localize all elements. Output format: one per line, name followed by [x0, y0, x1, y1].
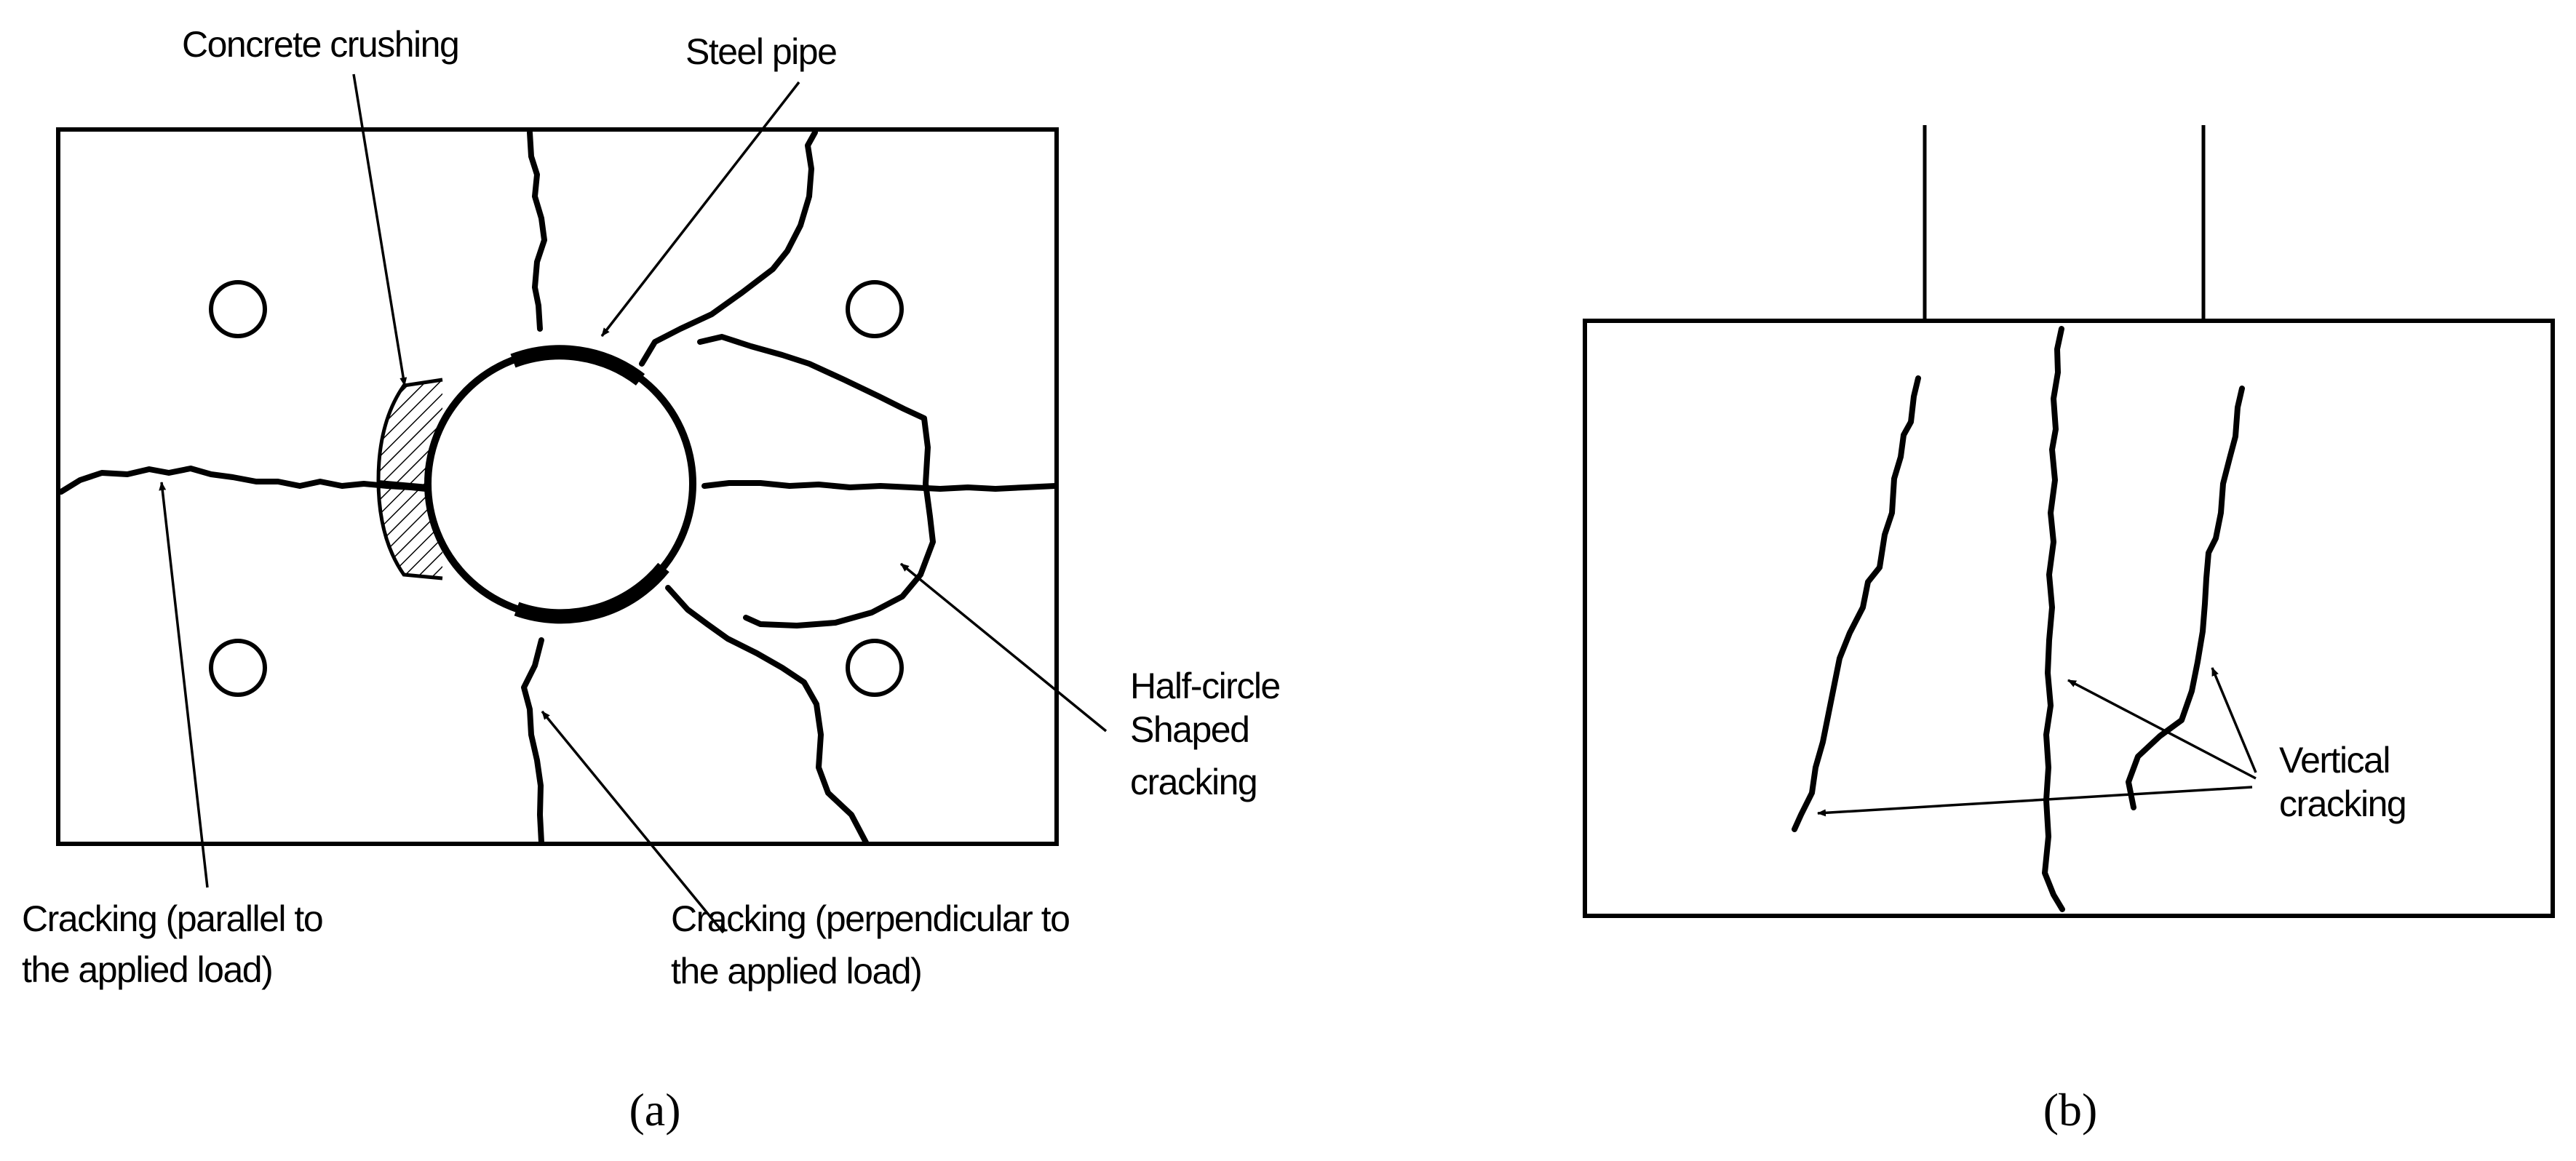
label-parallel-line1: Cracking (parallel to [22, 898, 322, 939]
crack-bottom-right-diagonal [665, 585, 869, 845]
label-perpendicular-line2: the applied load) [671, 951, 921, 992]
panel-a: Concrete crushing Steel pipe Half-circle… [22, 24, 1281, 1136]
caption-a: (a) [629, 1084, 680, 1136]
crack-bottom-vertical [521, 637, 544, 845]
leader-parallel [159, 482, 209, 888]
label-half-circle-line3: cracking [1130, 762, 1257, 802]
label-half-circle-line2: Shaped [1130, 709, 1249, 750]
leader-vertical-middle [2067, 679, 2257, 780]
hole-bottom-right [846, 639, 904, 697]
crack-top-right-diagonal [639, 129, 818, 367]
label-parallel-line2: the applied load) [22, 949, 272, 990]
leader-vertical-left [1817, 786, 2253, 817]
hole-top-left [209, 280, 267, 338]
label-vertical-line1: Vertical [2279, 740, 2390, 781]
vertical-crack-left [1792, 375, 1921, 832]
vertical-crack-middle [2042, 326, 2065, 912]
vertical-crack-right [2126, 386, 2245, 810]
label-vertical-line2: cracking [2279, 783, 2406, 824]
crack-right-horizontal [701, 480, 1058, 492]
label-half-circle-line1: Half-circle [1130, 666, 1280, 706]
label-concrete-crushing: Concrete crushing [182, 24, 458, 65]
crack-half-circle [697, 334, 936, 629]
steel-pipe-thick-bottom [514, 562, 669, 624]
panel-b: Vertical cracking (b) [1583, 125, 2555, 1136]
leader-half-circle [899, 562, 1108, 733]
label-steel-pipe: Steel pipe [685, 31, 836, 72]
crack-left-horizontal [58, 466, 429, 495]
leader-perpendicular [541, 710, 725, 934]
leader-vertical-right [2211, 667, 2257, 773]
label-perpendicular-line1: Cracking (perpendicular to [671, 898, 1069, 939]
caption-b: (b) [2043, 1084, 2098, 1136]
hole-bottom-left [209, 639, 267, 697]
leader-steel-pipe [600, 81, 800, 338]
hole-top-right [846, 280, 904, 338]
specimen-outline-b [1583, 319, 2555, 918]
crack-top-vertical [527, 129, 547, 332]
leader-concrete-crushing [352, 73, 408, 386]
steel-pipe-thick-top [510, 345, 645, 386]
